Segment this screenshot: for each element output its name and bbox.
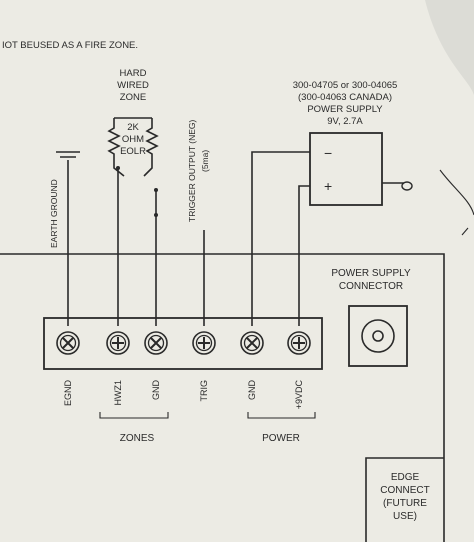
power-connector-box	[348, 305, 408, 367]
edge-connect-line2: CONNECT	[380, 485, 429, 496]
terminal-label: +9VDC	[294, 380, 304, 410]
terminal-screw-ring	[106, 331, 130, 355]
board-outline	[0, 253, 445, 542]
earth-ground-label: EARTH GROUND	[49, 179, 59, 248]
terminal-screw-head	[147, 334, 165, 352]
power-bracket	[247, 412, 316, 419]
terminal-screw-ring	[144, 331, 168, 355]
terminal-screw-ring	[240, 331, 264, 355]
screw-plus-icon	[198, 337, 210, 349]
terminal-screw-head	[59, 334, 77, 352]
power-connector-pin	[372, 330, 384, 342]
terminal-6: +9VDC	[287, 331, 311, 410]
terminal-label: GND	[151, 380, 161, 401]
terminal-5: GND	[240, 331, 264, 401]
header-note: IOT BEUSED AS A FIRE ZONE.	[2, 40, 138, 51]
psu-minus: −	[324, 145, 332, 161]
terminal-screw-ring	[287, 331, 311, 355]
terminal-4: TRIG	[192, 331, 216, 402]
trigger-label-line1: TRIGGER OUTPUT (NEG)	[187, 120, 197, 222]
earth-ground-symbol	[56, 151, 80, 158]
screw-cross-icon	[62, 337, 74, 349]
hardwired-resistor-right	[143, 118, 159, 177]
power-connector-jack	[361, 319, 395, 353]
psu-plug	[401, 181, 413, 191]
terminal-label: TRIG	[199, 380, 209, 402]
page-edge-mark	[439, 169, 474, 216]
terminal-screw-ring	[192, 331, 216, 355]
screw-cross-icon	[150, 337, 162, 349]
terminal-2: HWZ1	[106, 331, 130, 406]
resistor-label-line1: 2K	[127, 122, 139, 133]
hwz1-contact	[116, 166, 120, 170]
screw-plus-icon	[112, 337, 124, 349]
connector-label-line1: POWER SUPPLY	[331, 268, 411, 279]
psu-plus: +	[324, 178, 332, 194]
power-label: POWER	[262, 433, 300, 444]
terminal-label: GND	[247, 380, 257, 401]
terminal-1: EGND	[56, 331, 80, 407]
page-edge-mark-2	[461, 227, 469, 236]
edge-connect-line3: (FUTURE	[383, 498, 427, 509]
edge-connect-line1: EDGE	[391, 472, 420, 483]
terminal-strip	[43, 317, 323, 370]
zones-bracket	[99, 412, 169, 419]
hardwired-label-line1: HARD	[120, 68, 147, 79]
page-curl-shadow	[425, 0, 474, 95]
terminal-screw-head	[195, 334, 213, 352]
psu-negative-wire	[251, 151, 310, 326]
terminal-label: HWZ1	[113, 380, 123, 406]
psu-label-line2: (300-04063 CANADA)	[298, 92, 392, 103]
terminal-screw-head	[290, 334, 308, 352]
edge-connect-line4: USE)	[393, 511, 417, 522]
hardwired-label-line2: WIRED	[117, 80, 149, 91]
hardwired-resistor-left	[107, 118, 125, 177]
hardwired-label-line3: ZONE	[120, 92, 146, 103]
terminal-label: EGND	[63, 380, 73, 407]
psu-label-line1: 300-04705 or 300-04065	[293, 80, 398, 91]
terminal-3: GND	[144, 331, 168, 401]
resistor-label-line2: OHM	[122, 134, 144, 145]
edge-connect-box	[365, 457, 444, 542]
power-supply-box	[309, 132, 383, 206]
screw-cross-icon	[246, 337, 258, 349]
connector-label-line2: CONNECTOR	[339, 281, 403, 292]
terminal-screw-ring	[56, 331, 80, 355]
psu-positive-wire	[298, 185, 310, 326]
screw-plus-icon	[293, 337, 305, 349]
zones-label: ZONES	[120, 433, 155, 444]
terminal-screw-head	[243, 334, 261, 352]
trigger-label-line2: (5ma)	[200, 150, 210, 172]
resistor-label-line3: EOLR	[120, 146, 146, 157]
gnd-contact-top	[154, 188, 158, 192]
psu-label-line3: POWER SUPPLY	[307, 104, 383, 115]
psu-label-line4: 9V, 2.7A	[327, 116, 363, 127]
terminal-screw-head	[109, 334, 127, 352]
